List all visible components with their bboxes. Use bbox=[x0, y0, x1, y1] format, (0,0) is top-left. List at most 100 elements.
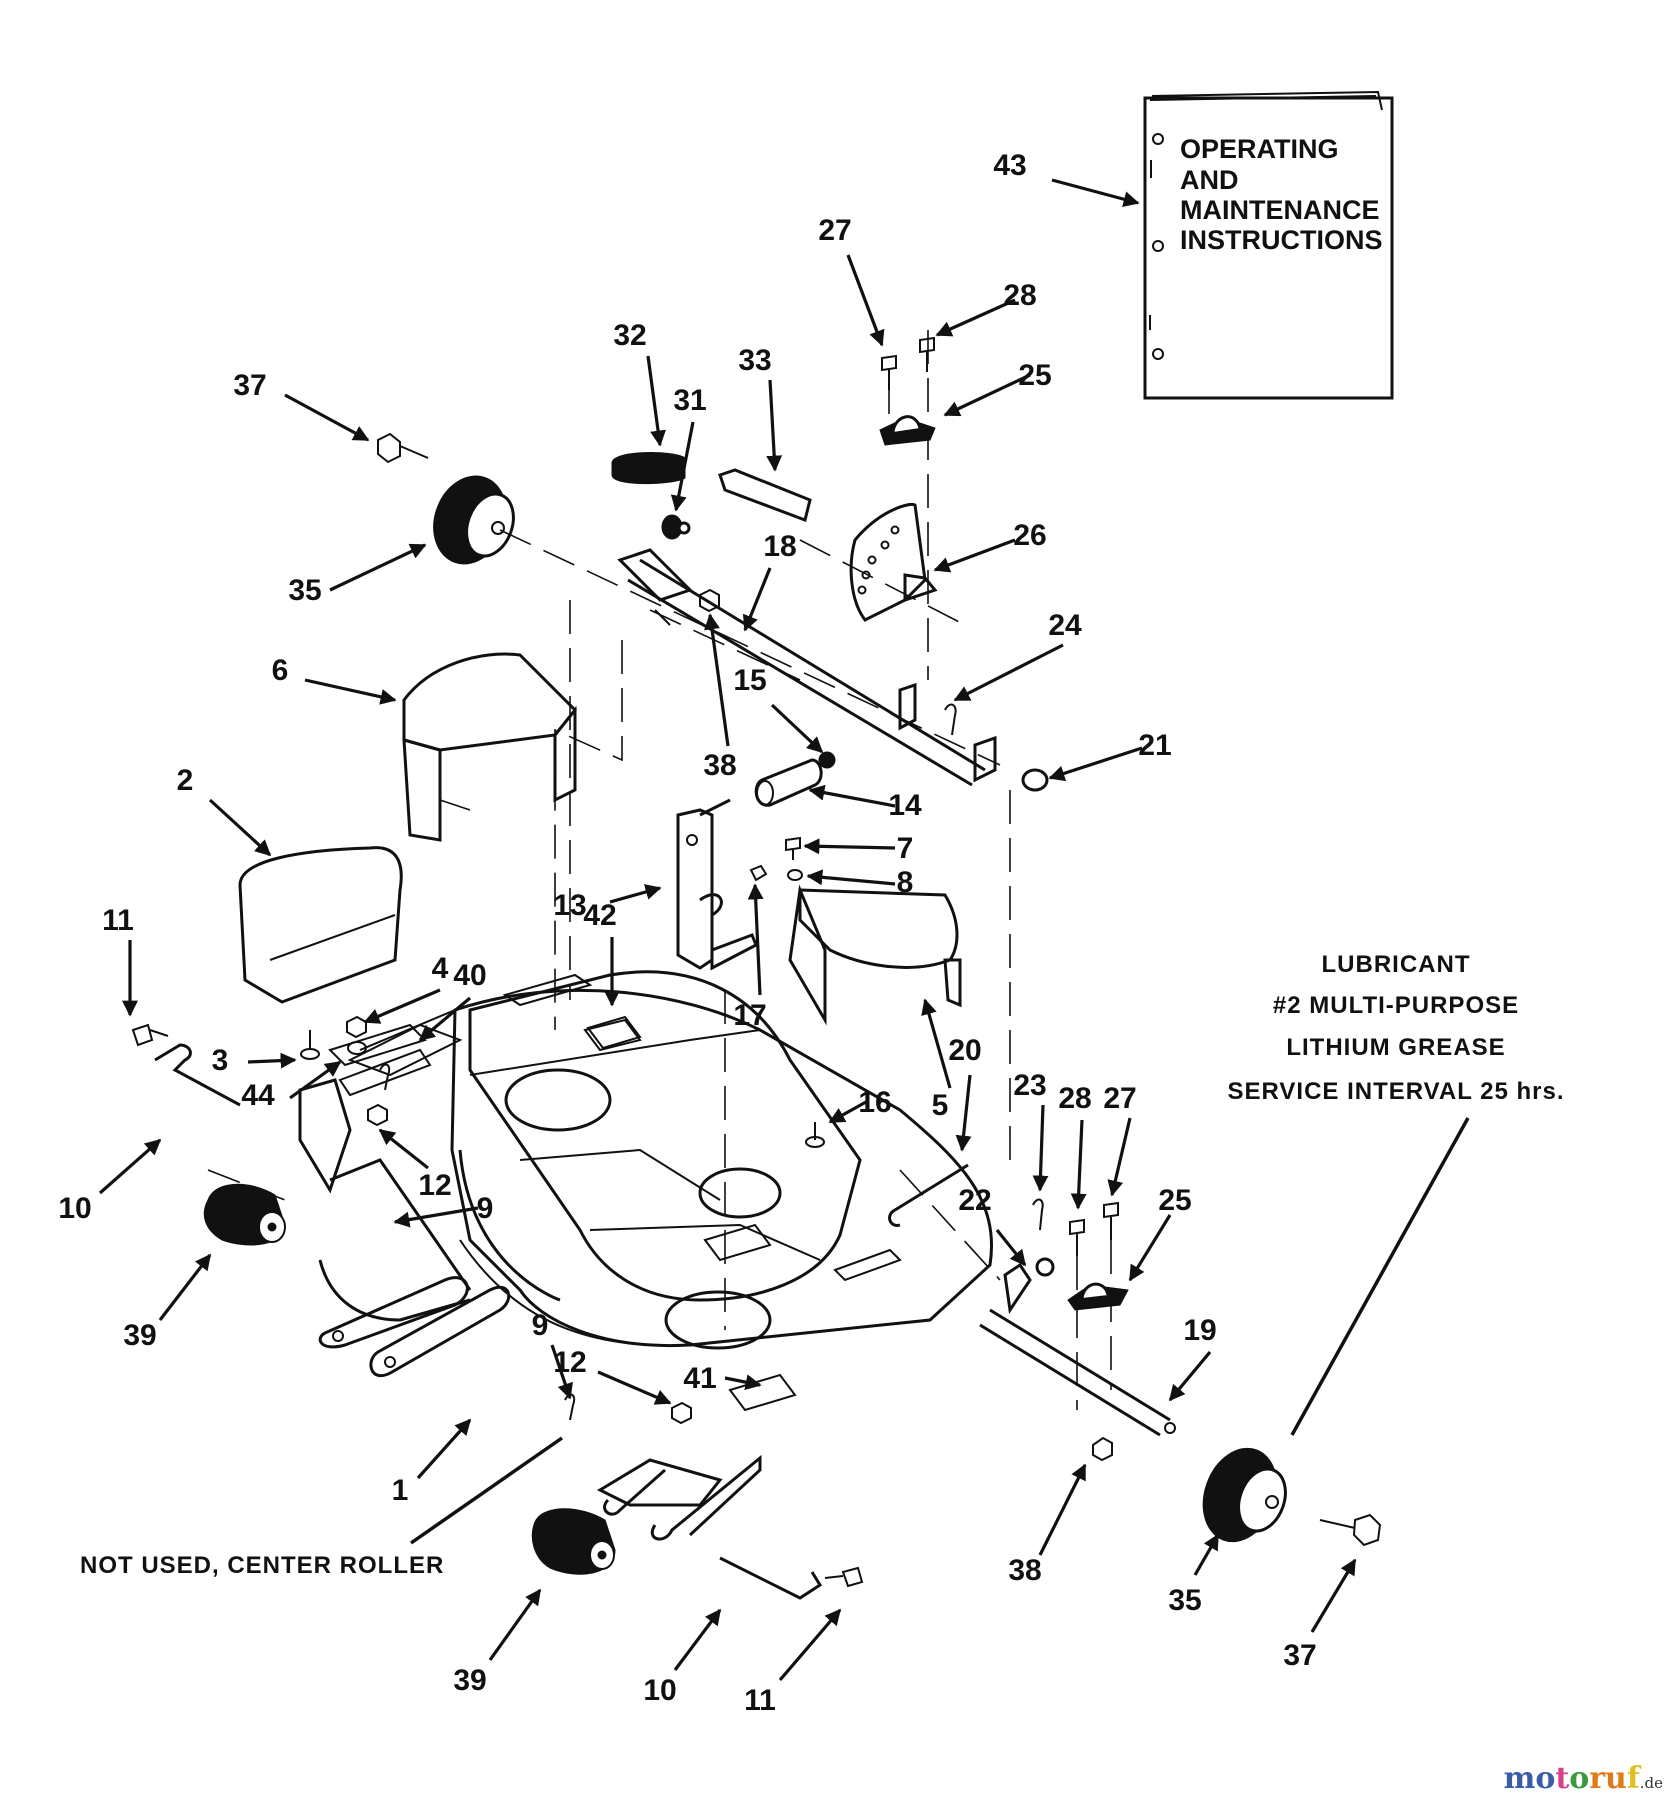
spring-31 bbox=[661, 514, 691, 540]
decal-40 bbox=[328, 1023, 427, 1067]
washer-15 bbox=[818, 751, 836, 769]
callout-26: 26 bbox=[933, 519, 1047, 573]
callout-arrow bbox=[1070, 1119, 1087, 1210]
callout-15: 15 bbox=[733, 664, 824, 754]
callout-label: 28 bbox=[1058, 1082, 1091, 1115]
callout-11b: 11 bbox=[744, 1608, 842, 1717]
callout-arrow bbox=[378, 1128, 429, 1170]
hairpin-9-front bbox=[564, 1393, 576, 1421]
callout-9b: 9 bbox=[532, 1309, 573, 1400]
screw-3 bbox=[300, 1030, 320, 1060]
callout-25b: 25 bbox=[1128, 1184, 1192, 1282]
knob-21 bbox=[1021, 768, 1049, 792]
clamp-lower bbox=[1067, 1282, 1129, 1311]
callout-12b: 12 bbox=[553, 1346, 672, 1405]
callout-10a: 10 bbox=[58, 1138, 162, 1225]
callout-33: 33 bbox=[738, 344, 783, 472]
callout-38b: 38 bbox=[1008, 1463, 1087, 1587]
callout-label: 9 bbox=[532, 1309, 549, 1342]
callout-arrow bbox=[1107, 1117, 1132, 1197]
bolt-28-upper bbox=[919, 336, 935, 372]
watermark-letter: o bbox=[1535, 1761, 1556, 1796]
callout-arrow bbox=[1051, 178, 1140, 208]
callout-label: 7 bbox=[897, 832, 914, 865]
callout-5: 5 bbox=[921, 998, 952, 1122]
callout-arrow bbox=[247, 1052, 297, 1069]
callout-1: 1 bbox=[392, 1418, 472, 1507]
callout-arrow bbox=[488, 1588, 542, 1661]
handle-grip bbox=[611, 452, 686, 485]
callout-arrow bbox=[933, 538, 1016, 573]
lever-33 bbox=[718, 468, 812, 522]
watermark-letter: t bbox=[1555, 1761, 1570, 1796]
callout-label: 21 bbox=[1138, 729, 1171, 762]
callout-27b: 27 bbox=[1103, 1082, 1137, 1197]
axle-bolt-upper bbox=[377, 432, 429, 464]
callout-label: 33 bbox=[738, 344, 771, 377]
manual-title-line-2: AND bbox=[1180, 165, 1239, 195]
rear-wheel-upper bbox=[433, 475, 1001, 766]
callout-arrow bbox=[393, 1206, 479, 1228]
callout-label: 20 bbox=[948, 1034, 981, 1067]
callout-31: 31 bbox=[670, 384, 707, 512]
decal-41 bbox=[728, 1373, 797, 1412]
callout-label: 13 bbox=[553, 889, 586, 922]
bolt-27-lower bbox=[1103, 1201, 1119, 1240]
watermark-letter: f bbox=[1626, 1761, 1640, 1796]
front-roller bbox=[531, 1508, 616, 1575]
callout-label: 25 bbox=[1158, 1184, 1191, 1217]
callout-label: 37 bbox=[1283, 1639, 1316, 1672]
callout-39b: 39 bbox=[453, 1588, 542, 1697]
callout-label: 39 bbox=[123, 1319, 156, 1352]
callout-6: 6 bbox=[272, 654, 397, 705]
callout-label: 42 bbox=[583, 899, 616, 932]
callout-label: 1 bbox=[392, 1474, 409, 1507]
washer-8 bbox=[787, 869, 803, 881]
lubricant-note: LUBRICANT #2 MULTI-PURPOSE LITHIUM GREAS… bbox=[1228, 951, 1564, 1436]
callout-arrow bbox=[208, 798, 272, 857]
watermark-suffix: .de bbox=[1639, 1774, 1663, 1792]
mower-deck bbox=[298, 970, 993, 1350]
left-lift-arms bbox=[318, 1158, 511, 1378]
cotter-pin-23 bbox=[1032, 1198, 1044, 1231]
callout-label: 9 bbox=[477, 1192, 494, 1225]
bolt-28-lower bbox=[1069, 1218, 1085, 1256]
clamp-upper bbox=[879, 415, 936, 446]
callout-label: 11 bbox=[102, 904, 134, 937]
callout-label: 12 bbox=[418, 1169, 451, 1202]
callout-arrow bbox=[742, 567, 772, 632]
callout-10b: 10 bbox=[643, 1608, 722, 1707]
callout-arrow bbox=[1128, 1214, 1172, 1282]
callout-arrow bbox=[995, 1229, 1027, 1267]
callout-label: 38 bbox=[1008, 1554, 1041, 1587]
watermark-text: motoruf bbox=[1504, 1761, 1640, 1796]
callout-arrow bbox=[284, 393, 370, 442]
callout-label: 27 bbox=[1103, 1082, 1136, 1115]
nut-38-lower bbox=[1092, 1436, 1113, 1462]
callout-label: 16 bbox=[858, 1086, 891, 1119]
screw-16 bbox=[805, 1122, 825, 1148]
callout-label: 17 bbox=[733, 999, 766, 1032]
callout-arrow bbox=[808, 784, 896, 808]
callout-arrow bbox=[550, 1344, 573, 1400]
callout-arrow bbox=[953, 643, 1064, 702]
callout-2: 2 bbox=[177, 764, 272, 857]
callout-label: 18 bbox=[763, 530, 796, 563]
nut-4 bbox=[346, 1015, 367, 1039]
callout-28b: 28 bbox=[1058, 1082, 1092, 1210]
belt-cover-right bbox=[788, 884, 962, 1026]
callout-label: 40 bbox=[453, 959, 486, 992]
center-roller-note: NOT USED, CENTER ROLLER bbox=[80, 1552, 444, 1579]
manual-title-line-1: OPERATING bbox=[1180, 134, 1339, 164]
callout-44: 44 bbox=[241, 1060, 342, 1112]
callout-label: 39 bbox=[453, 1664, 486, 1697]
callout-arrow bbox=[803, 838, 896, 855]
callout-arrow bbox=[943, 373, 1031, 417]
callout-arrow bbox=[609, 884, 662, 904]
callout-label: 10 bbox=[58, 1192, 91, 1225]
center-roller-leader-line bbox=[410, 1436, 563, 1545]
callout-18: 18 bbox=[742, 530, 797, 632]
callout-19: 19 bbox=[1168, 1314, 1217, 1402]
callout-arrow bbox=[1032, 1104, 1049, 1192]
callout-43: 43 bbox=[993, 149, 1140, 208]
